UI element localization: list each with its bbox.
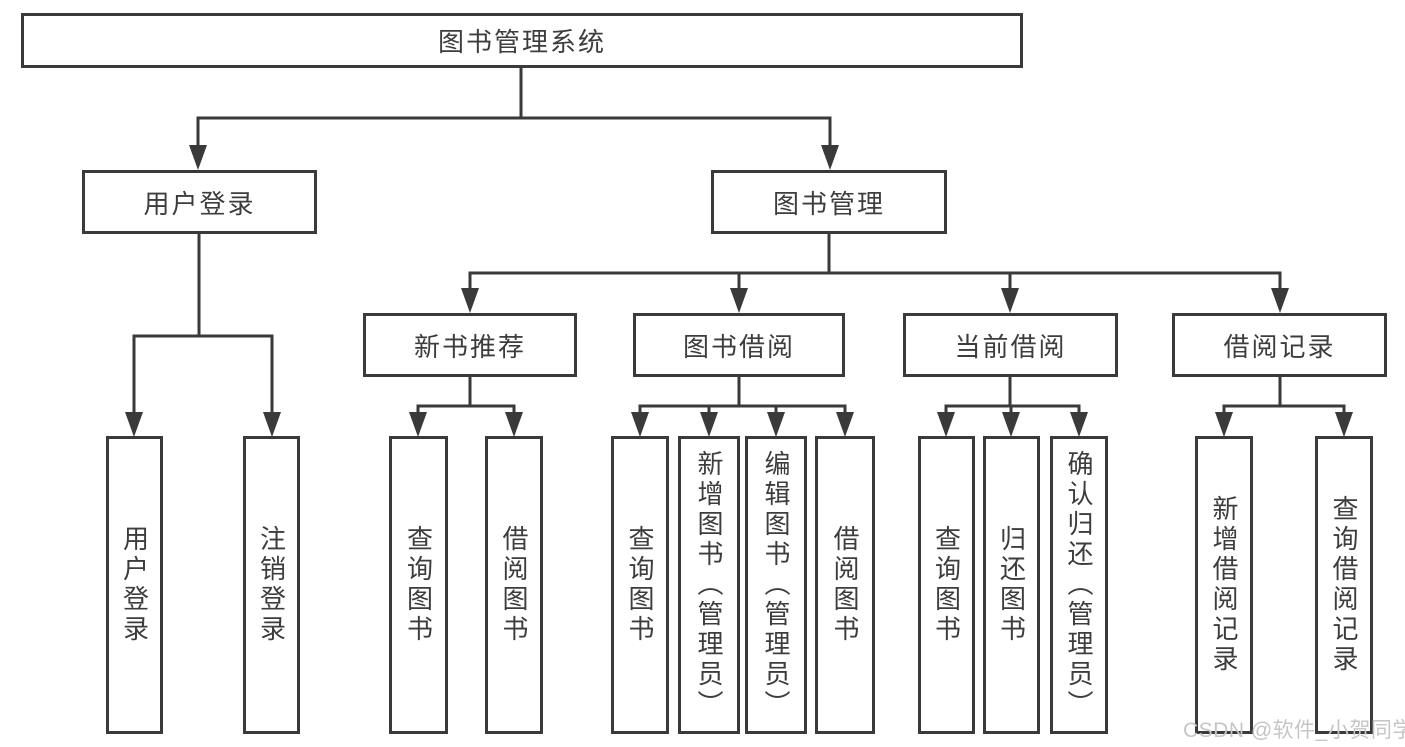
leaf-newbook-borrow: 借阅图书 xyxy=(485,436,543,734)
leaf-borrow-edit-admin: 编辑图书（管理员） xyxy=(745,436,807,734)
connector-login-branch xyxy=(132,334,274,414)
node-book-manage-label: 图书管理 xyxy=(772,188,885,219)
leaf-records-query: 查询借阅记录 xyxy=(1315,436,1373,734)
arrowhead-icon xyxy=(1335,412,1353,437)
arrowhead-icon xyxy=(767,412,785,437)
arrowhead-icon xyxy=(937,412,955,437)
arrowhead-icon xyxy=(1002,412,1020,437)
leaf-borrow-add-admin-label: 新增图书（管理员） xyxy=(694,450,724,720)
node-new-book-recommend-label: 新书推荐 xyxy=(413,331,526,362)
node-book-borrow-label: 图书借阅 xyxy=(682,331,795,362)
leaf-borrow-borrow: 借阅图书 xyxy=(815,436,875,734)
arrowhead-icon xyxy=(409,412,427,437)
connector-newbook-branch xyxy=(416,404,516,414)
leaf-current-confirm-admin-label: 确认归还（管理员） xyxy=(1064,450,1094,720)
arrowhead-icon xyxy=(1070,412,1088,437)
leaf-records-query-label: 查询借阅记录 xyxy=(1329,495,1359,675)
leaf-current-query: 查询图书 xyxy=(918,436,975,734)
node-borrow-records: 借阅记录 xyxy=(1172,313,1387,377)
arrowhead-icon xyxy=(700,412,718,437)
leaf-user-login-label: 用户登录 xyxy=(119,525,150,645)
leaf-current-return: 归还图书 xyxy=(983,436,1040,734)
node-new-book-recommend: 新书推荐 xyxy=(363,313,577,377)
connector-records-branch xyxy=(1222,404,1346,414)
leaf-borrow-query: 查询图书 xyxy=(611,436,669,734)
arrowhead-icon xyxy=(125,412,143,437)
node-root: 图书管理系统 xyxy=(21,13,1023,68)
arrowhead-icon xyxy=(461,288,479,313)
arrowhead-icon xyxy=(836,412,854,437)
leaf-records-add-label: 新增借阅记录 xyxy=(1209,495,1239,675)
node-user-login-label: 用户登录 xyxy=(143,188,256,219)
arrowhead-icon xyxy=(505,412,523,437)
leaf-current-return-label: 归还图书 xyxy=(996,525,1027,645)
leaf-borrow-edit-admin-label: 编辑图书（管理员） xyxy=(761,450,791,720)
arrowhead-icon xyxy=(1001,288,1019,313)
leaf-records-add: 新增借阅记录 xyxy=(1195,436,1253,734)
leaf-newbook-query-label: 查询图书 xyxy=(403,525,434,645)
leaf-current-confirm-admin: 确认归还（管理员） xyxy=(1050,436,1108,734)
leaf-logout-label: 注销登录 xyxy=(256,525,287,645)
connector-root-branch xyxy=(196,116,832,148)
connector-manage-branch xyxy=(468,271,1282,290)
arrowhead-icon xyxy=(263,412,281,437)
arrowhead-icon xyxy=(1271,288,1289,313)
arrowhead-icon xyxy=(821,145,839,170)
arrowhead-icon xyxy=(1215,412,1233,437)
node-current-borrow-label: 当前借阅 xyxy=(954,331,1067,362)
arrowhead-icon xyxy=(631,412,649,437)
leaf-logout: 注销登录 xyxy=(243,436,300,734)
leaf-borrow-borrow-label: 借阅图书 xyxy=(830,525,860,645)
arrowhead-icon xyxy=(730,288,748,313)
leaf-current-query-label: 查询图书 xyxy=(931,525,962,645)
leaf-borrow-query-label: 查询图书 xyxy=(625,525,655,645)
leaf-borrow-add-admin: 新增图书（管理员） xyxy=(678,436,740,734)
leaf-newbook-borrow-label: 借阅图书 xyxy=(499,525,529,645)
connector-borrow-branch xyxy=(638,404,847,414)
node-current-borrow: 当前借阅 xyxy=(903,313,1118,377)
leaf-newbook-query: 查询图书 xyxy=(389,436,448,734)
node-user-login: 用户登录 xyxy=(82,170,317,234)
leaf-user-login: 用户登录 xyxy=(106,436,163,734)
node-book-manage: 图书管理 xyxy=(711,170,947,234)
node-borrow-records-label: 借阅记录 xyxy=(1223,331,1336,362)
csdn-watermark: CSDN @软件_小贺同学 xyxy=(1183,719,1405,742)
node-root-label: 图书管理系统 xyxy=(437,27,606,57)
node-book-borrow: 图书借阅 xyxy=(633,313,845,377)
arrowhead-icon xyxy=(189,145,207,170)
